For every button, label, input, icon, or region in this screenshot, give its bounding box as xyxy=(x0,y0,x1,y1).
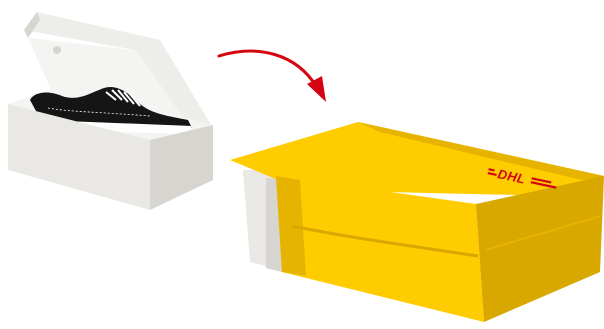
arrow-head-icon xyxy=(307,76,326,102)
open-shoebox xyxy=(8,12,213,210)
arrow-curve xyxy=(219,51,316,86)
mailer-side xyxy=(476,176,604,322)
dhl-package: DHL xyxy=(230,122,604,322)
transfer-arrow xyxy=(219,51,326,102)
mailer-front xyxy=(276,176,484,322)
shoebox-lid-hole xyxy=(53,46,61,54)
